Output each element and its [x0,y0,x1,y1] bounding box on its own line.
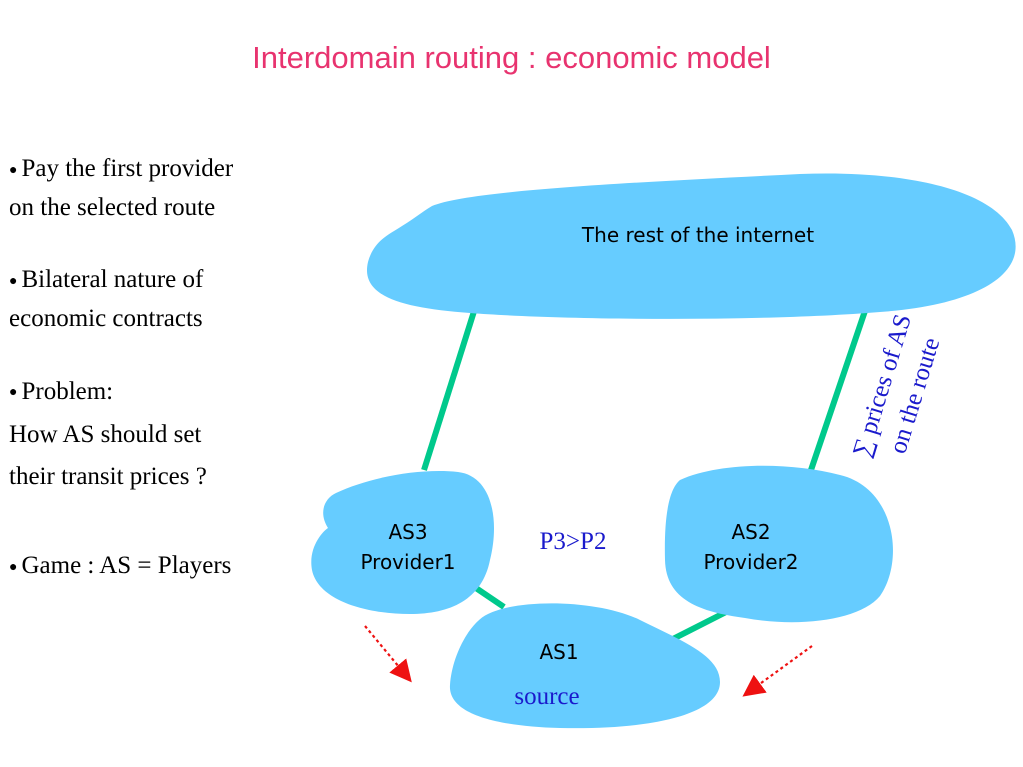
internet-label: The rest of the internet [581,223,814,247]
as3-name: AS3 [388,520,427,544]
bullet-item: ●Bilateral nature of economic contracts [9,261,203,337]
price-comparison: P3>P2 [540,528,607,555]
sum-prices-label: ∑ prices of AS on the route [848,311,945,460]
bullet-item: ●Pay the first provider on the selected … [9,150,233,226]
bullet-dot-icon: ● [9,273,18,289]
internet-cloud [366,173,1016,319]
link-as2-internet [808,304,870,471]
link-as3-internet [421,304,479,471]
bullet-text: their transit prices ? [9,463,207,491]
bullet-text: How AS should set [9,421,202,449]
bullet-text: Bilateral nature of [21,266,204,293]
as3-role: Provider1 [360,550,455,574]
as2-cloud [664,465,893,623]
bullet-dot-icon: ● [9,385,18,401]
bullet-text: on the selected route [9,193,216,221]
as2-name: AS2 [731,520,770,544]
as2-role: Provider2 [703,550,798,574]
bullet-text: economic contracts [9,304,203,332]
bullet-dot-icon: ● [9,162,18,178]
bullet-text: Problem: [21,378,114,405]
bullet-dot-icon: ● [9,559,18,575]
link-as2-as1 [665,607,732,645]
bullet-text: Game : AS = Players [21,552,232,579]
as1-name: AS1 [539,640,578,664]
dashed-arrow-left [364,625,412,683]
dashed-arrow-right [742,645,813,697]
page-title: Interdomain routing : economic model [252,40,771,75]
bullet-text: Pay the first provider [21,155,234,182]
as1-role: source [514,683,579,710]
as3-cloud [311,471,495,614]
as1-cloud [449,603,720,729]
bullet-item: ●Game : AS = Players [9,547,231,586]
bullet-item: ●Problem: How AS should set their transi… [9,371,207,498]
